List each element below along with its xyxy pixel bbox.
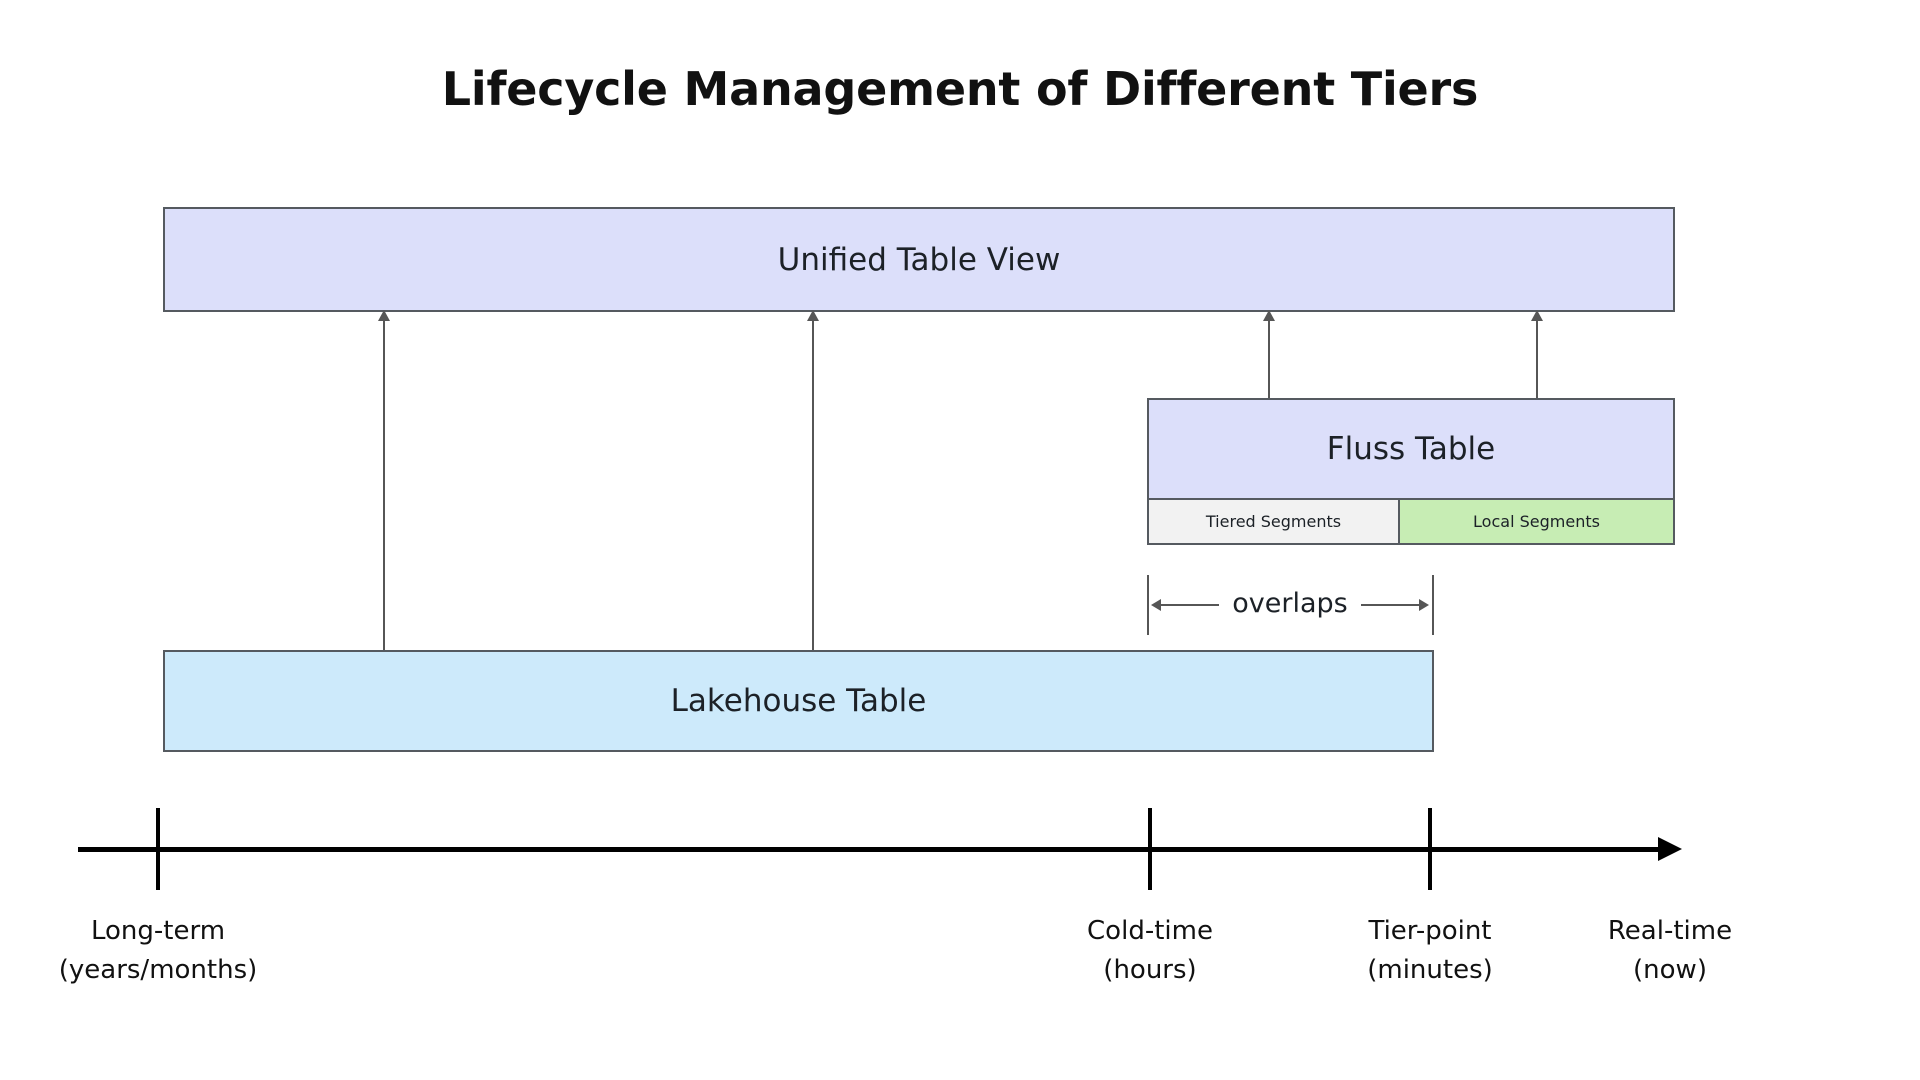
timeline-tick-cold-time bbox=[1148, 808, 1152, 890]
connector-arrow-fluss-right bbox=[1531, 310, 1543, 400]
timeline-label-tier-point: Tier-point (minutes) bbox=[1270, 912, 1590, 990]
overlaps-measure-group: overlaps bbox=[1147, 575, 1434, 643]
page-title: Lifecycle Management of Different Tiers bbox=[441, 62, 1479, 116]
timeline-label-cold-time-sub: (hours) bbox=[1103, 955, 1197, 985]
lakehouse-table-box: Lakehouse Table bbox=[163, 650, 1434, 752]
timeline-label-real-time: Real-time (now) bbox=[1510, 912, 1830, 990]
timeline-label-long-term-name: Long-term bbox=[90, 916, 226, 946]
unified-table-view-label: Unified Table View bbox=[777, 241, 1061, 278]
timeline-label-tier-point-name: Tier-point bbox=[1368, 916, 1492, 946]
timeline-label-cold-time: Cold-time (hours) bbox=[990, 912, 1310, 990]
fluss-table-label: Fluss Table bbox=[1326, 431, 1496, 467]
local-segments-label: Local Segments bbox=[1473, 512, 1600, 531]
timeline-label-long-term-sub: (years/months) bbox=[58, 955, 258, 985]
connector-arrow-lakehouse-right bbox=[807, 310, 819, 656]
local-segments-cell: Local Segments bbox=[1400, 498, 1675, 545]
tiered-segments-label: Tiered Segments bbox=[1205, 512, 1342, 531]
overlaps-cap-left bbox=[1147, 575, 1149, 635]
timeline-tick-tier-point bbox=[1428, 808, 1432, 890]
lakehouse-table-label: Lakehouse Table bbox=[670, 683, 927, 719]
overlaps-line-left bbox=[1157, 604, 1219, 606]
timeline-label-tier-point-sub: (minutes) bbox=[1367, 955, 1493, 985]
overlaps-line-right bbox=[1361, 604, 1423, 606]
timeline-arrowhead-icon bbox=[1658, 837, 1682, 861]
connector-arrow-fluss-left bbox=[1263, 310, 1275, 400]
unified-table-view-box: Unified Table View bbox=[163, 207, 1675, 312]
timeline-label-real-time-sub: (now) bbox=[1633, 955, 1707, 985]
overlaps-label: overlaps bbox=[1232, 588, 1348, 619]
fluss-segments-row: Tiered Segments Local Segments bbox=[1147, 498, 1675, 545]
overlaps-cap-right bbox=[1432, 575, 1434, 635]
tiered-segments-cell: Tiered Segments bbox=[1147, 498, 1400, 545]
timeline-label-cold-time-name: Cold-time bbox=[1087, 916, 1213, 946]
connector-arrow-lakehouse-left bbox=[378, 310, 390, 656]
timeline-label-long-term: Long-term (years/months) bbox=[0, 912, 318, 990]
timeline-axis bbox=[78, 847, 1662, 852]
overlaps-arrowhead-right bbox=[1419, 599, 1429, 611]
overlaps-arrowhead-left bbox=[1151, 599, 1161, 611]
timeline-tick-long-term bbox=[156, 808, 160, 890]
fluss-table-box: Fluss Table bbox=[1147, 398, 1675, 499]
timeline-label-real-time-name: Real-time bbox=[1607, 916, 1733, 946]
